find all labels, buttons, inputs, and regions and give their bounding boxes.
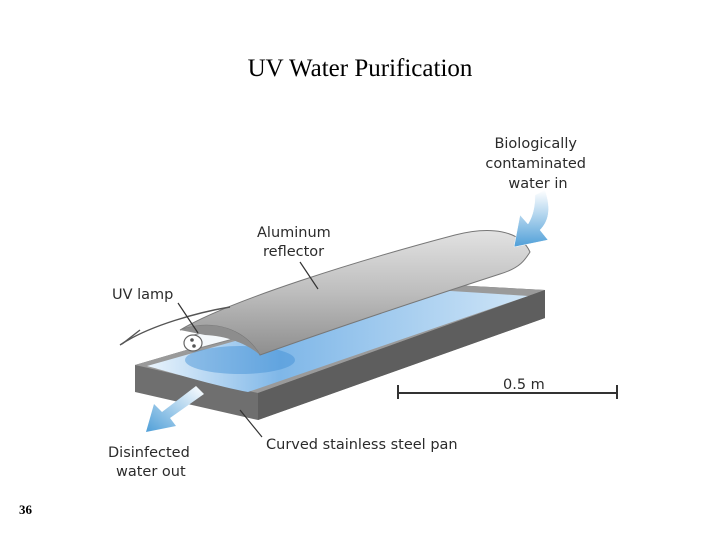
label-water-out: Disinfected water out [108, 445, 194, 480]
label-water-in: Biologically contaminated water in [485, 136, 590, 192]
scale-bar [397, 385, 618, 399]
label-reflector: Aluminum reflector [257, 225, 335, 260]
label-uv-lamp: UV lamp [112, 287, 173, 303]
page-number: 36 [19, 502, 32, 517]
leader-lines [177, 261, 319, 438]
label-pan: Curved stainless steel pan [266, 437, 458, 453]
slide-title: UV Water Purification [247, 55, 473, 82]
water-surface [147, 289, 528, 392]
water-in-arrow [513, 189, 549, 248]
label-scale: 0.5 m [503, 377, 545, 393]
water-out-arrow [146, 386, 204, 432]
aluminum-reflector [119, 230, 531, 356]
